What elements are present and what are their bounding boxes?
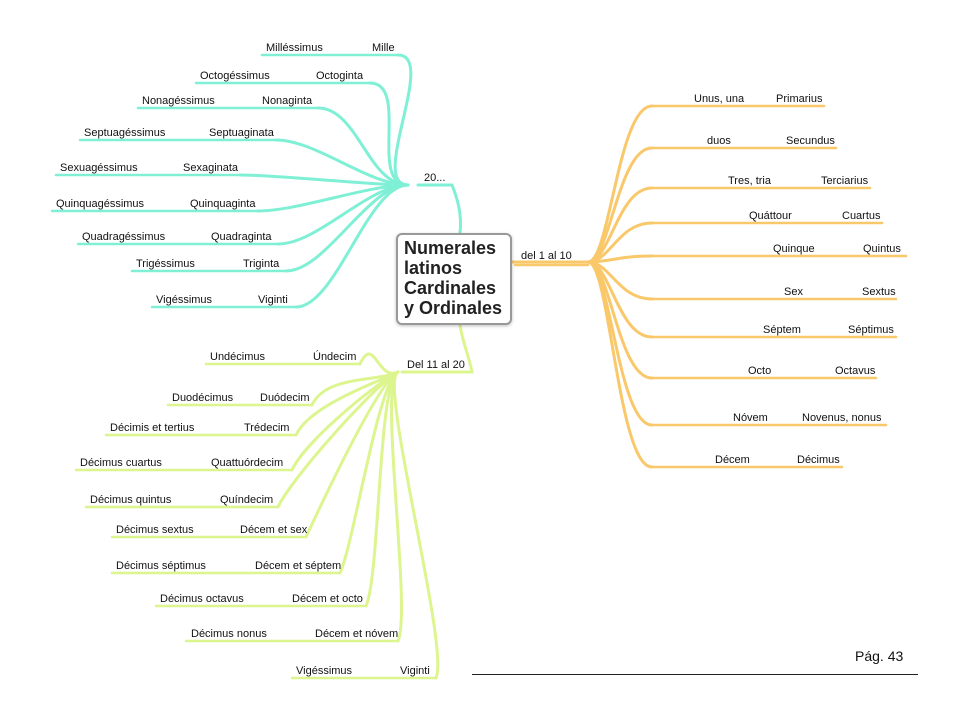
cardinal-label[interactable]: Nonaginta	[262, 95, 313, 107]
ordinal-label[interactable]: Nonagéssimus	[142, 95, 215, 107]
cardinal-label[interactable]: Décem	[715, 454, 750, 466]
branch-edge	[304, 370, 400, 539]
ordinal-label[interactable]: Sextus	[862, 286, 896, 298]
ordinal-label[interactable]: Octavus	[835, 365, 876, 377]
cardinal-label[interactable]: Triginta	[243, 258, 280, 270]
cardinal-label[interactable]: Séptem	[763, 324, 801, 336]
ordinal-label[interactable]: Septuagéssimus	[84, 127, 166, 139]
ordinal-label[interactable]: Décimus cuartus	[80, 457, 162, 469]
cardinal-label[interactable]: Quattuórdecim	[211, 457, 283, 469]
ordinal-label[interactable]: Octogéssimus	[200, 70, 270, 82]
ordinal-label[interactable]: Cuartus	[842, 210, 881, 222]
ordinal-label[interactable]: Novenus, nonus	[802, 412, 882, 424]
cardinal-label[interactable]: Décem et octo	[292, 593, 363, 605]
branch-edge	[294, 183, 410, 309]
mind-map-edges	[50, 53, 908, 680]
page-number: Pág. 43	[855, 648, 904, 664]
cardinal-label[interactable]: Duódecim	[260, 392, 310, 404]
branch-edge	[358, 352, 400, 375]
ordinal-label[interactable]: Décimus séptimus	[116, 560, 206, 572]
ordinal-label[interactable]: Milléssimus	[266, 42, 323, 54]
cardinal-label[interactable]: Mille	[372, 42, 395, 54]
central-topic[interactable]: Numerales latinos Cardinales y Ordinales	[396, 233, 512, 325]
ordinal-label[interactable]: Quinquagéssimus	[56, 198, 145, 210]
branch-edge	[316, 106, 410, 187]
ordinal-label[interactable]: Décimis et tertius	[110, 422, 195, 434]
footer-rule	[472, 674, 918, 675]
cardinal-label[interactable]: Quíndecim	[220, 494, 273, 506]
cardinal-label[interactable]: Décem et nóvem	[315, 628, 398, 640]
cardinal-label[interactable]: Décem et sex	[240, 524, 308, 536]
cardinal-label[interactable]: Viginti	[400, 665, 430, 677]
branch-edge	[368, 81, 410, 187]
cardinal-label[interactable]: Úndecim	[313, 350, 356, 363]
ordinal-label[interactable]: Vigéssimus	[156, 294, 213, 306]
mind-map-labels: del 1 al 10 Unus, una Primarius duos Secundu…	[56, 42, 901, 677]
branch-edge	[276, 370, 400, 509]
ordinal-label[interactable]: Trigéssimus	[136, 258, 195, 270]
ordinal-label[interactable]: Undécimus	[210, 351, 266, 363]
cardinal-label[interactable]: Viginti	[258, 294, 288, 306]
branch-edge	[586, 260, 654, 469]
ordinal-label[interactable]: Vigéssimus	[296, 665, 353, 677]
ordinal-label[interactable]: Décimus octavus	[160, 593, 244, 605]
ordinal-label[interactable]: Décimus quintus	[90, 494, 172, 506]
ordinal-label[interactable]: Sexuagéssimus	[60, 162, 138, 174]
branch-edge	[284, 183, 410, 273]
cardinal-label[interactable]: Quadraginta	[211, 231, 272, 243]
ordinal-label[interactable]: Duodécimus	[172, 392, 234, 404]
central-topic-line: latinos	[404, 258, 463, 278]
cardinal-label[interactable]: Trédecim	[244, 422, 289, 434]
branch-edge	[338, 370, 400, 575]
cardinal-label[interactable]: Tres, tria	[728, 175, 772, 187]
cardinal-label[interactable]: Octoginta	[316, 70, 364, 82]
branch-edge	[390, 370, 403, 643]
ordinal-label[interactable]: Décimus sextus	[116, 524, 194, 536]
cardinal-label[interactable]: Quáttour	[749, 210, 792, 222]
branch-label-1-10[interactable]: del 1 al 10	[521, 250, 572, 262]
ordinal-label[interactable]: Décimus	[797, 454, 840, 466]
branch-connector	[416, 183, 462, 235]
branch-edge	[393, 53, 413, 187]
cardinal-label[interactable]: Octo	[748, 365, 771, 377]
branch-connector	[400, 323, 474, 374]
cardinal-label[interactable]: Unus, una	[694, 93, 745, 105]
cardinal-label[interactable]: Quinquaginta	[190, 198, 256, 210]
branch-edge	[393, 370, 440, 680]
branch-label-11-20[interactable]: Del 11 al 20	[407, 359, 465, 371]
cardinal-label[interactable]: Septuaginata	[209, 127, 275, 139]
ordinal-label[interactable]: Quintus	[863, 243, 901, 255]
ordinal-label[interactable]: Quadragéssimus	[82, 231, 166, 243]
central-topic-line: Numerales	[404, 238, 497, 258]
cardinal-label[interactable]: Décem et séptem	[255, 560, 341, 572]
central-topic-line: y Ordinales	[404, 298, 503, 318]
cardinal-label[interactable]: duos	[707, 135, 731, 147]
cardinal-label[interactable]: Quinque	[773, 243, 815, 255]
cardinal-label[interactable]: Sexaginata	[183, 162, 239, 174]
ordinal-label[interactable]: Décimus nonus	[191, 628, 267, 640]
central-topic-line: Cardinales	[404, 278, 497, 298]
cardinal-label[interactable]: Sex	[784, 286, 803, 298]
ordinal-label[interactable]: Séptimus	[848, 324, 894, 336]
ordinal-label[interactable]: Primarius	[776, 93, 823, 105]
ordinal-label[interactable]: Secundus	[786, 135, 835, 147]
branch-label-20[interactable]: 20...	[424, 172, 445, 184]
branch-edge	[364, 370, 400, 608]
ordinal-label[interactable]: Terciarius	[821, 175, 869, 187]
cardinal-label[interactable]: Nóvem	[733, 412, 768, 424]
